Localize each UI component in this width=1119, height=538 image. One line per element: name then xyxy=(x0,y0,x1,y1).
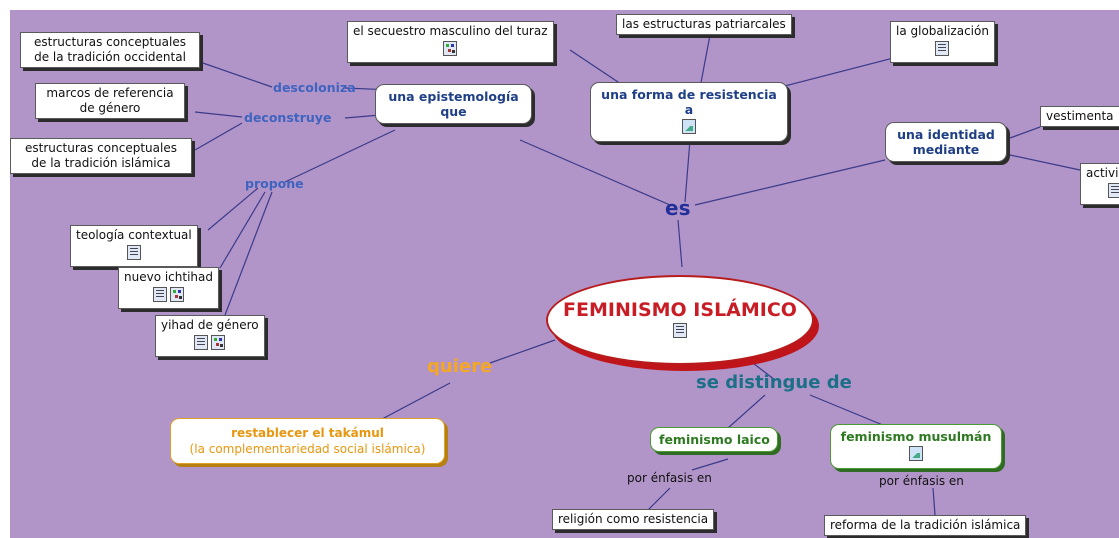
concept-ichtihad-label: nuevo ichtihad xyxy=(124,270,214,284)
connector xyxy=(744,356,776,381)
connector xyxy=(224,191,273,316)
link-por-enfasis-en-laico: por énfasis en xyxy=(627,471,712,485)
main-concept-icons xyxy=(673,323,687,338)
image-icon[interactable] xyxy=(909,446,923,461)
document-icon[interactable] xyxy=(126,245,141,260)
connector xyxy=(677,219,683,268)
concept-nuevo-ichtihad[interactable]: nuevo ichtihad xyxy=(118,267,220,309)
document-icon[interactable] xyxy=(1107,183,1119,198)
resistencia-icons xyxy=(682,119,696,134)
connector xyxy=(1009,126,1041,139)
main-concept-title: FEMINISMO ISLÁMICO xyxy=(563,299,797,321)
concept-map-icon[interactable] xyxy=(443,41,458,56)
yihad-icons xyxy=(194,335,226,350)
musulman-icons xyxy=(909,446,923,461)
connector xyxy=(694,159,886,206)
concept-feminismo-musulman[interactable]: feminismo musulmán xyxy=(830,424,1002,469)
concept-epistemologia[interactable]: una epistemología que xyxy=(375,84,532,124)
connector xyxy=(691,458,729,471)
link-se-distingue-de: se distingue de xyxy=(696,372,852,393)
concept-restablecer-takamul[interactable]: restablecer el takámul (la complementari… xyxy=(170,418,445,464)
connector xyxy=(194,111,243,118)
concept-musulman-label: feminismo musulmán xyxy=(840,429,992,444)
link-por-enfasis-en-musulman: por énfasis en xyxy=(879,474,964,488)
concept-yihad-de-genero[interactable]: yihad de género xyxy=(155,315,265,357)
concept-activismo-label: activismo xyxy=(1086,166,1119,180)
document-icon[interactable] xyxy=(673,323,687,338)
concept-religion-como-resistencia[interactable]: religión como resistencia xyxy=(552,509,715,530)
link-propone: propone xyxy=(245,176,304,191)
concept-yihad-label: yihad de género xyxy=(161,318,259,332)
connector xyxy=(1009,154,1081,171)
connector xyxy=(207,187,259,231)
concept-marcos-de-referencia[interactable]: marcos de referencia de género xyxy=(35,83,185,119)
connector xyxy=(932,487,936,516)
concept-feminismo-laico[interactable]: feminismo laico xyxy=(650,427,778,452)
concept-takamul-line2: (la complementariedad social islámica) xyxy=(189,442,426,456)
concept-map-icon[interactable] xyxy=(211,335,226,350)
concept-identidad-mediante[interactable]: una identidad mediante xyxy=(885,122,1007,162)
concept-forma-de-resistencia-label: una forma de resistencia a xyxy=(601,87,777,117)
document-icon[interactable] xyxy=(935,41,950,56)
concept-secuestro-masculino[interactable]: el secuestro masculino del turaz xyxy=(347,21,554,63)
concept-globalizacion-label: la globalización xyxy=(896,24,989,38)
link-quiere: quiere xyxy=(427,356,493,377)
connector xyxy=(489,339,556,364)
concept-vestimenta[interactable]: vestimenta xyxy=(1040,106,1119,127)
concept-teologia-label: teología contextual xyxy=(76,228,192,242)
connector xyxy=(684,139,691,203)
connector xyxy=(727,394,766,429)
ichtihad-icons xyxy=(153,287,184,302)
concept-secuestro-label: el secuestro masculino del turaz xyxy=(353,24,548,38)
concept-map-canvas: FEMINISMO ISLÁMICO es descoloniza decons… xyxy=(10,10,1119,538)
link-deconstruye: deconstruye xyxy=(244,110,332,125)
connector xyxy=(809,394,891,429)
concept-takamul-line1: restablecer el takámul xyxy=(231,426,384,440)
secuestro-icons xyxy=(443,41,458,56)
concept-forma-de-resistencia[interactable]: una forma de resistencia a xyxy=(590,82,788,142)
concept-estructuras-occidental[interactable]: estructuras conceptuales de la tradición… xyxy=(20,32,200,68)
concept-estructuras-patriarcales[interactable]: las estructuras patriarcales xyxy=(616,14,792,35)
link-es: es xyxy=(665,196,691,220)
connector xyxy=(194,122,243,151)
concept-reforma-tradicion[interactable]: reforma de la tradición islámica xyxy=(824,515,1027,536)
connector xyxy=(519,139,671,206)
main-concept-feminismo-islamico[interactable]: FEMINISMO ISLÁMICO xyxy=(546,275,814,365)
concept-globalizacion[interactable]: la globalización xyxy=(890,21,995,63)
connector xyxy=(647,487,671,511)
connector xyxy=(284,129,396,183)
connector xyxy=(699,34,711,89)
concept-estructuras-islamica[interactable]: estructuras conceptuales de la tradición… xyxy=(10,138,192,174)
teologia-icons xyxy=(126,245,141,260)
concept-activismo[interactable]: activismo xyxy=(1080,163,1119,205)
activismo-icons xyxy=(1107,183,1119,198)
concept-teologia-contextual[interactable]: teología contextual xyxy=(70,225,198,267)
globalizacion-icons xyxy=(935,41,950,56)
document-icon[interactable] xyxy=(153,287,167,302)
image-icon[interactable] xyxy=(682,119,696,134)
document-icon[interactable] xyxy=(194,335,209,350)
connector xyxy=(199,61,273,88)
link-descoloniza: descoloniza xyxy=(273,80,356,95)
concept-map-icon[interactable] xyxy=(170,287,184,302)
connector xyxy=(219,191,266,269)
